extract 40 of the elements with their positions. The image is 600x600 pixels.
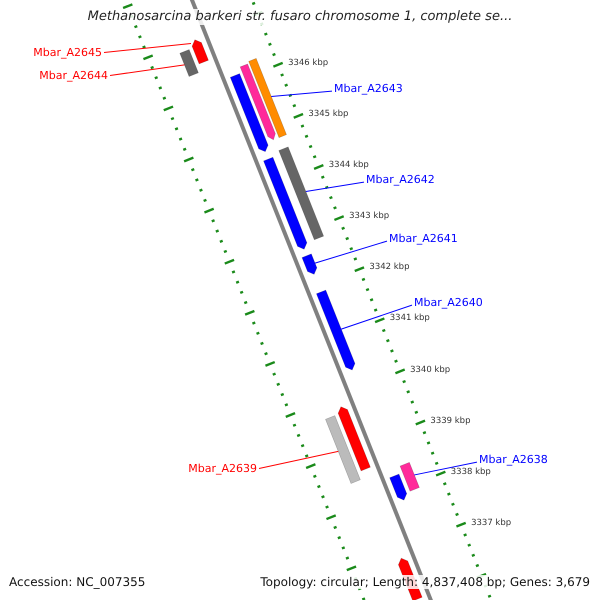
gene-label: Mbar_A2642 [366, 173, 435, 186]
tick-label: 3338 kbp [450, 466, 491, 477]
gene-label: Mbar_A2644 [39, 69, 108, 82]
leader-line [340, 304, 412, 330]
gene-feature [192, 39, 209, 64]
leader-line [314, 240, 388, 264]
gene-feature [338, 406, 371, 472]
tick-label: 3340 kbp [410, 364, 450, 375]
gene-feature [179, 49, 199, 77]
gene-label: Mbar_A2641 [389, 232, 458, 245]
leader-line [110, 64, 185, 76]
gene-feature [316, 290, 356, 370]
leader-line [104, 42, 192, 53]
gene-feature [263, 156, 308, 250]
tick-label: 3337 kbp [471, 518, 512, 528]
gene-label: Mbar_A2640 [414, 296, 483, 309]
gene-feature [325, 415, 361, 484]
gene-label: Mbar_A2638 [479, 453, 548, 466]
leader-line [305, 182, 364, 192]
tick-label: 3346 kbp [288, 58, 328, 68]
tick-label: 3342 kbp [369, 262, 410, 272]
summary-text: Topology: circular; Length: 4,837,408 bp; Genes: 3,679 [260, 575, 590, 589]
gene-feature [302, 253, 318, 275]
gene-feature [400, 462, 420, 492]
gene-feature [278, 146, 324, 240]
gene-label: Mbar_A2645 [33, 46, 102, 59]
accession-text: Accession: NC_007355 [9, 575, 146, 589]
tick-label: 3341 kbp [390, 313, 430, 324]
tick-label: 3344 kbp [328, 160, 369, 170]
gene-feature [248, 58, 287, 138]
tick-label: 3339 kbp [430, 416, 470, 426]
leader-line [258, 450, 339, 469]
tick-label: 3345 kbp [308, 109, 348, 120]
tick-label: 3343 kbp [349, 211, 390, 222]
gene-feature [230, 73, 268, 152]
gene-label: Mbar_A2643 [334, 82, 403, 95]
map-title: Methanosarcina barkeri str. fusaro chromosome 1, complete se... [88, 9, 512, 25]
gene-feature [240, 64, 276, 140]
gene-label: Mbar_A2639 [188, 462, 257, 475]
gene-feature [389, 474, 408, 500]
